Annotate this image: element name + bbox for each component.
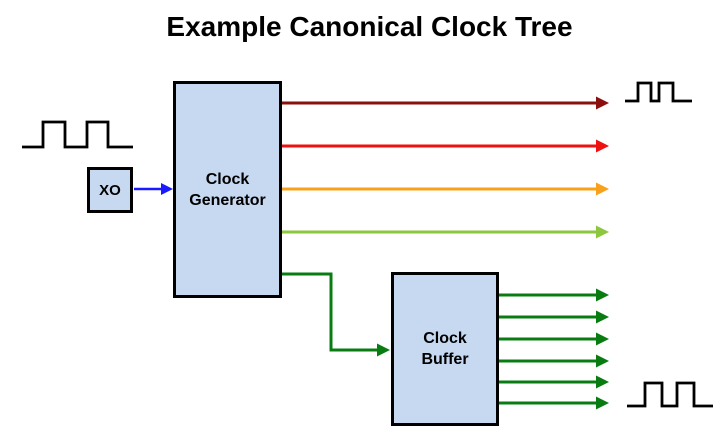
arrow-head [596,96,609,110]
arrow-head [596,139,609,153]
clock-buffer-node: Clock Buffer [391,272,499,426]
diagram-title: Example Canonical Clock Tree [166,11,573,42]
buffer-output-arrow-2 [499,310,609,324]
arrow-line [281,272,378,352]
xo-node: XO [87,167,133,213]
arrow-head [161,183,173,195]
generator-to-buffer-arrow [281,272,390,357]
arrow-head [596,375,609,389]
arrow-head [596,332,609,346]
generator-output-arrow-yellow-green [281,225,609,239]
buffer-output-arrow-6 [499,396,609,410]
generator-output-arrow-red [281,139,609,153]
buffer-output-arrow-1 [499,288,609,302]
generator-output-arrow-orange [281,182,609,196]
xo-to-generator-arrow [134,183,173,195]
arrow-head [596,396,609,410]
arrow-head [596,288,609,302]
buffer-output-arrow-3 [499,332,609,346]
output-clock-waveform-icon-top [625,81,692,103]
output-clock-waveform-icon-bottom [627,381,713,408]
clock-generator-node: Clock Generator [173,81,282,298]
arrow-head [596,354,609,368]
xo-label: XO [99,181,121,199]
clock-generator-label: Clock Generator [189,170,266,209]
buffer-output-arrow-4 [499,354,609,368]
arrow-head [596,182,609,196]
generator-output-arrow-dark-red [281,96,609,110]
input-clock-waveform-icon [22,120,133,149]
arrow-head [377,343,390,357]
arrow-head [596,310,609,324]
clock-buffer-label: Clock Buffer [421,330,469,368]
buffer-output-arrow-5 [499,375,609,389]
arrow-head [596,225,609,239]
